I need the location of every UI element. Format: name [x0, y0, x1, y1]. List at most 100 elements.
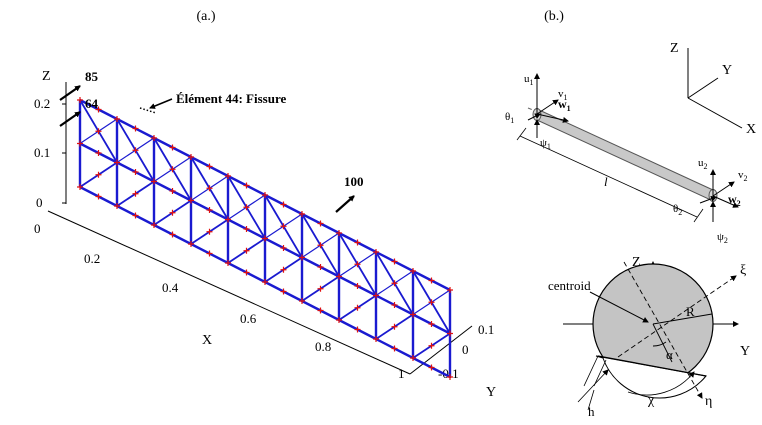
panel-b-label: (b.) [544, 9, 564, 24]
truss-node-marker [428, 364, 435, 371]
eta-label: η [705, 394, 712, 409]
truss-node-marker [95, 150, 102, 156]
truss-node-marker [299, 254, 305, 261]
panel-b: (b.) Z Y X u1 v1 w1 θ [505, 9, 756, 419]
axes-box [47, 82, 473, 375]
truss-node-marker [317, 242, 324, 249]
node-100-annotation: 100 [335, 174, 364, 213]
truss-node-marker [280, 201, 287, 208]
truss-node-marker [225, 260, 231, 266]
truss-node-marker [299, 298, 305, 304]
truss-node-marker [428, 299, 435, 306]
node-label-100: 100 [344, 174, 364, 189]
truss-node-marker [391, 280, 398, 287]
h-label: h [588, 404, 595, 419]
truss-node-marker [95, 106, 102, 113]
centroid-arrow [589, 291, 649, 323]
truss-node-marker [262, 235, 268, 242]
alpha-label: α [666, 347, 673, 362]
y-tick-label: -0.1 [438, 366, 459, 381]
beam-body [536, 108, 714, 202]
truss-node-marker [428, 342, 435, 349]
chi-dimension [627, 371, 695, 396]
alpha-arc [652, 341, 667, 347]
centroid-label: centroid [548, 278, 591, 293]
truss-node-marker [336, 317, 342, 323]
x-tick-label: 0.4 [162, 280, 179, 295]
truss-node-marker [447, 330, 453, 337]
truss-node-marker [151, 178, 157, 185]
truss-node-marker [188, 197, 194, 204]
y-tick-label: 0.1 [478, 322, 494, 337]
truss-node-marker [151, 222, 157, 228]
node2-w-label: w2 [728, 192, 741, 208]
truss-node-marker [225, 173, 231, 179]
truss-node-marker [280, 245, 287, 251]
node-85-arrow [59, 85, 81, 101]
node-64-annotation: 64 [59, 96, 99, 127]
node1-w-label: w1 [558, 97, 571, 113]
truss-node-marker [354, 326, 361, 333]
truss-node-marker [391, 323, 398, 330]
truss-node-marker [447, 374, 453, 380]
panel-a: (a.) Z 0.2 0.1 0 0 0.2 0.4 0.6 0.8 1 X 0… [34, 9, 496, 400]
node-85-annotation: 85 [59, 69, 99, 101]
node2-theta-label: θ2 [673, 203, 682, 217]
truss-node-marker [225, 216, 231, 223]
truss-node-marker [206, 185, 213, 192]
truss-node-marker [132, 190, 139, 197]
z-axis-name: Z [42, 69, 51, 84]
truss-node-marker [206, 250, 213, 257]
node-label-64: 64 [85, 96, 99, 111]
truss-node-marker [391, 302, 398, 308]
chi-label: χ [647, 393, 655, 408]
truss-node-marker [317, 285, 324, 292]
truss-node-marker [280, 223, 287, 230]
truss-node-marker [132, 169, 139, 175]
truss-node-marker [262, 279, 268, 285]
truss-node-marker [243, 204, 250, 211]
node-100-arrow [335, 195, 355, 213]
truss-node-marker [169, 144, 176, 151]
z-tick-label: 0 [36, 195, 43, 210]
truss-node-marker [428, 277, 435, 284]
truss-node-marker [77, 140, 83, 147]
node1-dofs [527, 73, 569, 138]
truss-node-marker [354, 304, 361, 311]
y-tick-label: 0 [462, 342, 469, 357]
xi-label: ξ [740, 263, 746, 278]
x-axis-name: X [202, 333, 212, 348]
x-tick-label: 0.2 [84, 251, 100, 266]
r-label: R [686, 304, 695, 319]
truss-node-marker [280, 288, 287, 295]
truss-node-marker [151, 135, 157, 141]
truss-node-marker [243, 182, 250, 189]
z-tick-label: 0.1 [34, 145, 50, 160]
truss-node-marker [336, 230, 342, 236]
beam-length-label: l [604, 174, 608, 189]
global-y-label: Y [722, 63, 732, 78]
node-64-arrow [59, 111, 81, 127]
truss-node-marker [317, 264, 324, 270]
truss-node-marker [169, 166, 176, 173]
global-x-label: X [746, 122, 756, 137]
crack-line [597, 355, 707, 377]
truss-node-marker [206, 228, 213, 235]
node1-theta-label: θ1 [505, 111, 514, 125]
truss-node-marker [391, 345, 398, 352]
truss-node-marker [95, 193, 102, 200]
truss-node-marker [317, 220, 324, 227]
truss-node-marker [428, 321, 435, 327]
global-x-axis [687, 97, 743, 129]
truss-node-marker [169, 231, 176, 238]
truss-node-marker [373, 336, 379, 342]
truss-node-marker [169, 188, 176, 194]
radius-line [652, 313, 713, 325]
truss-node-marker [114, 203, 120, 209]
truss-node-marker [243, 226, 250, 232]
truss-node-marker [299, 211, 305, 217]
truss-node-marker [373, 249, 379, 255]
node2-v-label: v2 [738, 169, 748, 183]
truss-node-marker [206, 163, 213, 170]
